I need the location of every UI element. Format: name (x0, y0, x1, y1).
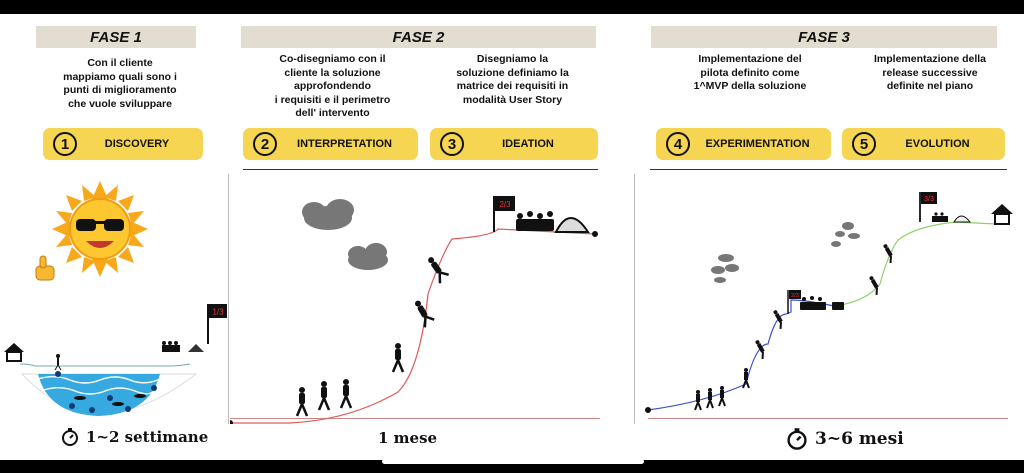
progress-path-blue (647, 299, 835, 411)
separator-phase-2-bottom (230, 418, 600, 419)
stopwatch-icon (62, 428, 78, 446)
description-interpretation: Co-disegniamo con il cliente la soluzion… (274, 53, 391, 119)
hiker-icon (295, 343, 405, 417)
duration-fase-1: 1~2 settimane (60, 427, 208, 447)
lake-water (38, 374, 160, 416)
thumbs-up-icon (35, 255, 55, 281)
phase-2-header: FASE 2 (241, 26, 596, 48)
house-icon (4, 343, 24, 362)
phase-2-label: FASE 2 (392, 28, 445, 46)
flag-icon: 3/3 (919, 192, 937, 222)
discovery-illustration: 1/3 (4, 181, 227, 416)
duration-fase-1-text: 1~2 settimane (86, 428, 209, 446)
description-evolution: Implementazione della release successive… (873, 53, 987, 92)
separator-phase-2 (243, 169, 598, 170)
hiker-icon (54, 354, 62, 371)
flag-icon: 2/3 (787, 290, 801, 314)
divider-1 (228, 174, 229, 424)
progress-path (230, 228, 596, 424)
tent-icon (554, 217, 590, 233)
step-ideation: 3 IDEATION (430, 128, 598, 160)
step-5-label: EVOLUTION (905, 138, 970, 150)
climber-icon (415, 257, 449, 328)
stopwatch-icon (787, 428, 807, 450)
flag-ideation-label: 2/3 (499, 200, 511, 209)
slide: FASE 1 FASE 2 FASE 3 Con il cliente mapp… (0, 14, 1024, 460)
step-experimentation: 4 EXPERIMENTATION (656, 128, 831, 160)
divider-2 (634, 174, 635, 424)
home-indicator[interactable] (382, 459, 644, 464)
climber-icon (755, 244, 893, 359)
separator-phase-3 (650, 169, 1007, 170)
step-4-label: EXPERIMENTATION (705, 138, 810, 150)
hiker-icon (694, 368, 750, 411)
celebrating-group (932, 212, 948, 222)
separator-phase-3-bottom (648, 418, 1008, 419)
duration-fase-3: 3~6 mesi (785, 427, 904, 451)
step-interpretation: 2 INTERPRETATION (243, 128, 418, 160)
celebrating-group (800, 296, 844, 310)
flag-icon: 2/3 (493, 196, 515, 232)
phase-1-header: FASE 1 (36, 26, 196, 48)
description-ideation: Disegniamo la soluzione definiamo la mat… (456, 53, 569, 106)
flag-icon: 1/3 (207, 304, 227, 344)
step-3-number: 3 (440, 132, 464, 156)
tent-icon (953, 215, 972, 223)
house-icon (991, 204, 1013, 225)
description-experimentation: Implementazione del pilota definito come… (693, 53, 807, 92)
celebrating-group (162, 341, 204, 352)
duration-fase-3-text: 3~6 mesi (815, 429, 904, 449)
step-1-number: 1 (53, 132, 77, 156)
sun-icon (52, 181, 148, 277)
step-1-label: DISCOVERY (104, 138, 170, 150)
duration-fase-2-text: 1 mese (378, 429, 438, 447)
step-discovery: 1 DISCOVERY (43, 128, 203, 160)
step-5-number: 5 (852, 132, 876, 156)
cloud-icon (302, 199, 354, 230)
experimentation-evolution-illustration: 2/3 3/3 (645, 192, 1013, 413)
cloud-icon (711, 222, 860, 283)
flag-evolution-label: 3/3 (924, 196, 934, 203)
phase-1-label: FASE 1 (90, 28, 142, 46)
step-4-number: 4 (666, 132, 690, 156)
flag-experimentation-label: 2/3 (791, 293, 799, 299)
step-evolution: 5 EVOLUTION (842, 128, 1005, 160)
duration-fase-2: 1 mese (378, 429, 437, 447)
step-3-label: IDEATION (502, 138, 554, 150)
phase-3-label: FASE 3 (798, 28, 850, 46)
interpretation-ideation-illustration: 2/3 (230, 196, 598, 424)
cloud-icon (348, 243, 388, 270)
step-2-label: INTERPRETATION (297, 138, 392, 150)
diver-icon (74, 394, 146, 406)
celebrating-group (516, 211, 554, 231)
description-discovery: Con il cliente mappiamo quali sono i pun… (63, 57, 177, 110)
phase-3-header: FASE 3 (651, 26, 997, 48)
flag-discovery-label: 1/3 (212, 308, 224, 317)
step-2-number: 2 (253, 132, 277, 156)
